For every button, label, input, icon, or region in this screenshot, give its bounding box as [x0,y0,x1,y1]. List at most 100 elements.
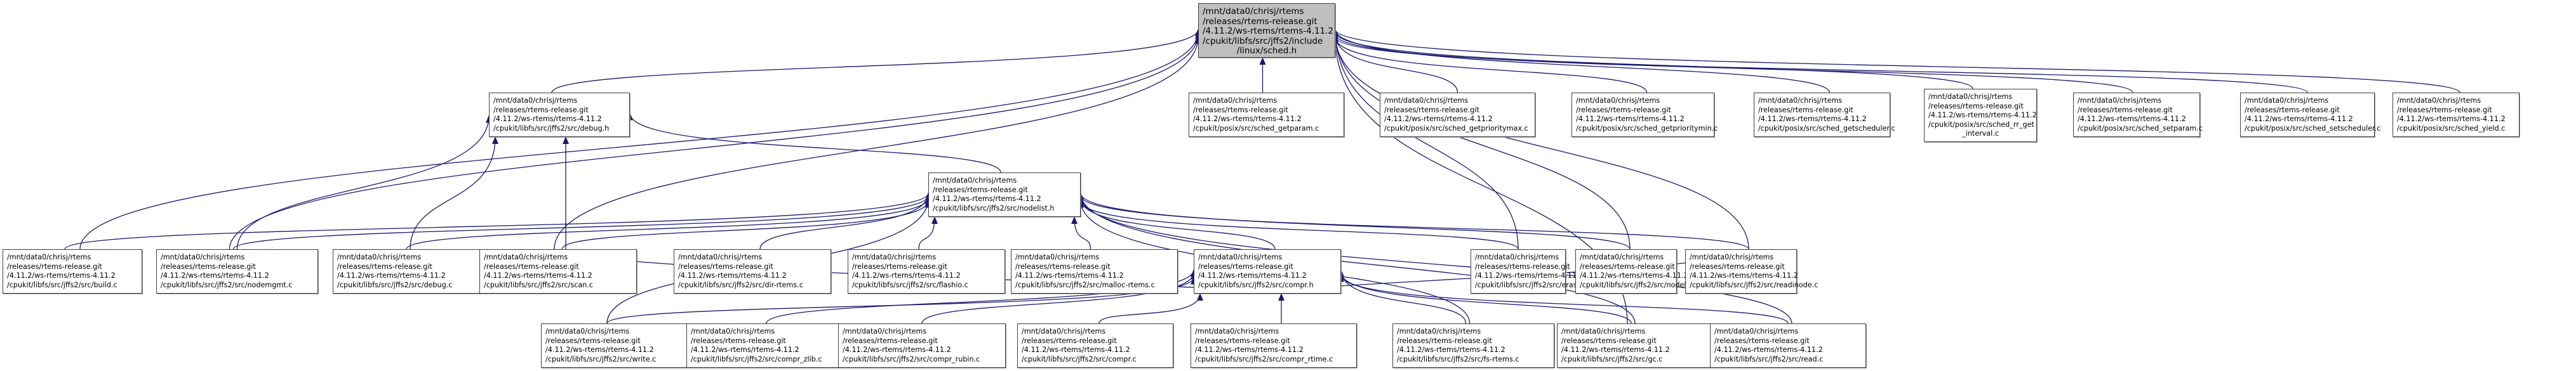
node-label-line: /mnt/data0/chrisj/rtems [843,327,927,335]
graph-node-sched-yield[interactable]: /mnt/data0/chrisj/rtems/releases/rtems-r… [2392,93,2519,137]
node-label-line: /mnt/data0/chrisj/rtems [1475,253,1559,261]
edge-nodemgmt-c-to-sched-h [229,34,1201,250]
node-label-line: /mnt/data0/chrisj/rtems [852,253,937,261]
graph-node-sched-setparam[interactable]: /mnt/data0/chrisj/rtems/releases/rtems-r… [2073,93,2203,137]
node-label-line: /4.11.2/ws-rtems/rtems-4.11.2 [1561,346,1670,354]
node-label-line: /cpukit/libfs/src/jffs2/src/fs-rtems.c [1397,355,1519,363]
node-label-line: /releases/rtems-release.git [493,105,589,114]
edge-debug-c-to-debug-h [410,136,498,250]
graph-node-nodelist-c[interactable]: /mnt/data0/chrisj/rtems/releases/rtems-r… [1575,249,1701,294]
node-label-line: /cpukit/libfs/src/jffs2/src/readinode.c [1690,280,1819,289]
node-label-line: /4.11.2/ws-rtems/rtems-4.11.2 [1580,271,1688,280]
node-label-line: /mnt/data0/chrisj/rtems [1022,327,1106,335]
graph-node-sched-setscheduler[interactable]: /mnt/data0/chrisj/rtems/releases/rtems-r… [2240,93,2381,137]
graph-node-dir-rtems-c[interactable]: /mnt/data0/chrisj/rtems/releases/rtems-r… [674,249,831,294]
node-label-line: /mnt/data0/chrisj/rtems [493,96,578,105]
node-label-line: /mnt/data0/chrisj/rtems [2245,96,2329,105]
edge-erase-c-to-nodelist-h [1078,200,1519,250]
node-label-line: /4.11.2/ws-rtems/rtems-4.11.2 [161,271,269,280]
node-label-line: /cpukit/libfs/src/jffs2/src/gc.c [1561,355,1663,363]
edge-sched-setscheduler-to-sched-h [1332,36,2308,93]
graph-node-fs-rtems-c[interactable]: /mnt/data0/chrisj/rtems/releases/rtems-r… [1392,323,1554,368]
graph-node-malloc-rtems-c[interactable]: /mnt/data0/chrisj/rtems/releases/rtems-r… [1011,249,1178,294]
node-label-line: /cpukit/posix/src/sched_rr_get [1928,120,2034,129]
node-label-line: /mnt/data0/chrisj/rtems [1015,253,1100,261]
graph-node-sched-getprioritymax[interactable]: /mnt/data0/chrisj/rtems/releases/rtems-r… [1380,93,1535,137]
graph-node-nodelist-h[interactable]: /mnt/data0/chrisj/rtems/releases/rtems-r… [928,172,1081,217]
edge-read-c-to-nodelist-h [1078,195,1792,324]
node-label-line: /4.11.2/ws-rtems/rtems-4.11.2 [1475,271,1584,280]
graph-node-debug-c[interactable]: /mnt/data0/chrisj/rtems/releases/rtems-r… [333,249,480,294]
node-label-line: /releases/rtems-release.git [1576,105,1671,114]
graph-node-write-c[interactable]: /mnt/data0/chrisj/rtems/releases/rtems-r… [541,323,688,368]
node-label-line: /mnt/data0/chrisj/rtems [1561,327,1646,335]
node-label-line: /releases/rtems-release.git [161,262,256,271]
node-label-line: /releases/rtems-release.git [1203,16,1318,27]
edge-build-c-to-sched-h [79,31,1201,250]
graph-node-compr-h[interactable]: /mnt/data0/chrisj/rtems/releases/rtems-r… [1194,249,1341,294]
node-label-line: /mnt/data0/chrisj/rtems [1397,327,1481,335]
node-label-line: /cpukit/posix/src/sched_getprioritymax.c [1384,124,1528,133]
graph-node-build-c[interactable]: /mnt/data0/chrisj/rtems/releases/rtems-r… [3,249,142,294]
edge-malloc-rtems-c-to-nodelist-h [1071,216,1091,250]
node-label-line: /mnt/data0/chrisj/rtems [484,253,568,261]
node-label-line: /releases/rtems-release.git [1580,262,1675,271]
graph-node-sched-getparam[interactable]: /mnt/data0/chrisj/rtems/releases/rtems-r… [1189,93,1344,137]
graph-node-sched-h[interactable]: /mnt/data0/chrisj/rtems/releases/rtems-r… [1198,3,1335,58]
graph-node-scan-c[interactable]: /mnt/data0/chrisj/rtems/releases/rtems-r… [479,249,637,294]
node-label-line: /cpukit/libfs/src/jffs2/src/dir-rtems.c [678,280,803,289]
graph-node-gc-c[interactable]: /mnt/data0/chrisj/rtems/releases/rtems-r… [1557,323,1713,368]
edge-flashio-c-to-nodelist-h [918,216,938,250]
node-label-line: /cpukit/libfs/src/jffs2/src/compr.h [1198,280,1314,289]
edge-erase-c-to-sched-h [1332,29,1519,250]
edge-sched-getscheduler-to-sched-h [1332,29,1831,93]
node-label-line: /releases/rtems-release.git [1475,262,1570,271]
node-label-line: /4.11.2/ws-rtems/rtems-4.11.2 [2397,115,2506,123]
node-label-line: /releases/rtems-release.git [678,262,773,271]
node-label-line: /cpukit/libfs/src/jffs2/src/debug.h [493,124,610,133]
node-label-line: /cpukit/libfs/src/jffs2/src/debug.c [337,280,453,289]
edge-debug-c-to-nodelist-h [406,197,931,250]
node-label-line: /cpukit/libfs/src/jffs2/src/nodelist.c [1580,280,1701,289]
node-label-line: /4.11.2/ws-rtems/rtems-4.11.2 [678,271,787,280]
edge-compr-h-to-nodelist-h [1078,197,1276,250]
graph-node-compr-zlib-c[interactable]: /mnt/data0/chrisj/rtems/releases/rtems-r… [686,323,854,368]
graph-node-sched-getscheduler[interactable]: /mnt/data0/chrisj/rtems/releases/rtems-r… [1754,93,1895,137]
node-label-line: /mnt/data0/chrisj/rtems [7,253,91,261]
graph-node-sched-getprioritymin[interactable]: /mnt/data0/chrisj/rtems/releases/rtems-r… [1572,93,1718,137]
node-label-line: /4.11.2/ws-rtems/rtems-4.11.2 [484,271,592,280]
edge-fs-rtems-c-to-compr-h [1338,269,1467,324]
edge-dir-rtems-c-to-nodelist-h [759,192,931,250]
graph-node-compr-c[interactable]: /mnt/data0/chrisj/rtems/releases/rtems-r… [1017,323,1173,368]
node-label-line: /4.11.2/ws-rtems/rtems-4.11.2 [1022,346,1130,354]
edge-sched-setparam-to-sched-h [1332,34,2133,93]
edge-nodelist-h-to-debug-h [627,112,1001,173]
node-label-line: /cpukit/libfs/src/jffs2/src/compr_zlib.c [691,355,822,363]
node-label-line: _interval.c [1962,129,1999,138]
node-label-line: /4.11.2/ws-rtems/rtems-4.11.2 [545,346,654,354]
node-label-line: /cpukit/posix/src/sched_setscheduler.c [2245,124,2381,133]
graph-node-compr-rtime-c[interactable]: /mnt/data0/chrisj/rtems/releases/rtems-r… [1191,323,1357,368]
node-label-line: /cpukit/libfs/src/jffs2/src/nodelist.h [933,204,1055,212]
node-label-line: /mnt/data0/chrisj/rtems [691,327,775,335]
graph-node-nodemgmt-c[interactable]: /mnt/data0/chrisj/rtems/releases/rtems-r… [156,249,318,294]
graph-node-flashio-c[interactable]: /mnt/data0/chrisj/rtems/releases/rtems-r… [848,249,1005,294]
node-label-line: /4.11.2/ws-rtems/rtems-4.11.2 [1758,115,1867,123]
edge-compr-c-to-compr-h [1098,293,1203,324]
node-label-line: /cpukit/libfs/src/jffs2/src/read.c [1714,355,1824,363]
edge-scan-c-to-nodelist-h [561,200,931,250]
edge-debug-h-to-sched-h [551,29,1201,93]
graph-node-read-c[interactable]: /mnt/data0/chrisj/rtems/releases/rtems-r… [1710,323,1866,368]
node-label-line: /releases/rtems-release.git [691,336,786,345]
graph-node-erase-c[interactable]: /mnt/data0/chrisj/rtems/releases/rtems-r… [1471,249,1587,294]
graph-node-debug-h[interactable]: /mnt/data0/chrisj/rtems/releases/rtems-r… [489,93,630,137]
node-label-line: /cpukit/libfs/src/jffs2/src/malloc-rtems… [1015,280,1155,289]
edge-nodelist-c-to-nodelist-h [1078,192,1631,250]
graph-node-compr-rubin-c[interactable]: /mnt/data0/chrisj/rtems/releases/rtems-r… [838,323,1006,368]
graph-node-readinode-c[interactable]: /mnt/data0/chrisj/rtems/releases/rtems-r… [1685,249,1819,294]
graph-node-sched-rr-get-interval[interactable]: /mnt/data0/chrisj/rtems/releases/rtems-r… [1924,89,2037,142]
node-label-line: /releases/rtems-release.git [933,185,1028,194]
node-label-line: /4.11.2/ws-rtems/rtems-4.11.2 [1193,115,1302,123]
node-label-line: /releases/rtems-release.git [1015,262,1111,271]
